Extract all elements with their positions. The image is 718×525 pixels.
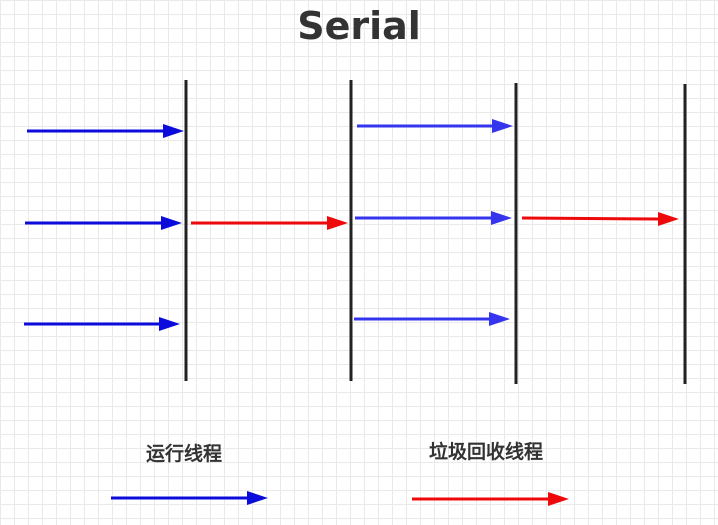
- running-thread-arrow: [24, 317, 180, 331]
- legend-gc-thread-label: 垃圾回收线程: [429, 441, 544, 463]
- running-thread-arrow: [27, 124, 184, 138]
- legend-running-thread-arrow: [111, 491, 268, 505]
- running-thread-arrow: [355, 211, 512, 225]
- running-thread-arrow: [357, 119, 513, 133]
- gc-thread-arrow: [191, 216, 348, 230]
- gc-thread-arrow: [521, 212, 679, 226]
- diagram-title: Serial: [297, 4, 421, 48]
- legend-gc-thread-arrow: [412, 492, 569, 506]
- running-thread-arrow: [25, 216, 182, 230]
- running-thread-arrow: [354, 312, 510, 326]
- legend-running-thread-label: 运行线程: [146, 443, 223, 465]
